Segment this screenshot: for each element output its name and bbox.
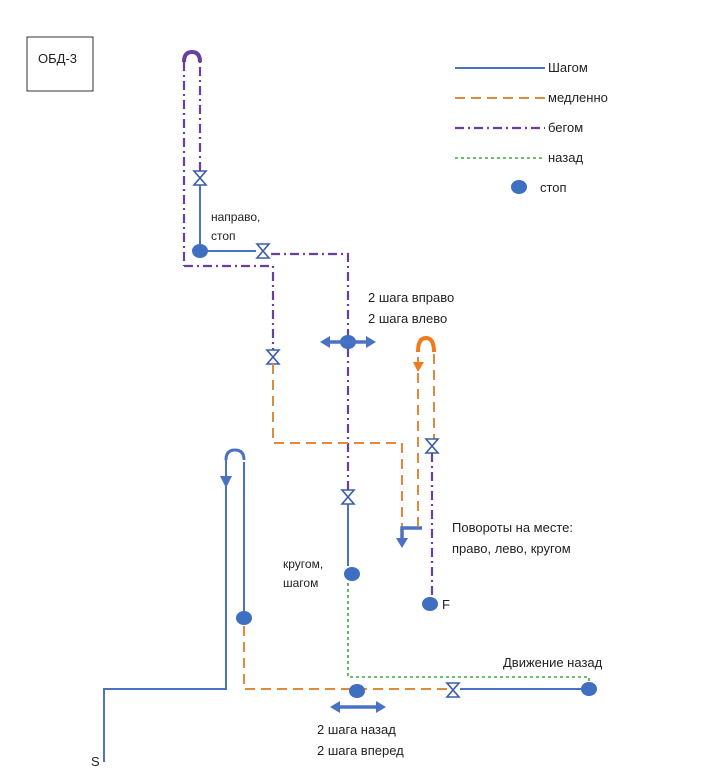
label-finish: F — [442, 597, 450, 612]
label-about-turn-line1: кругом, — [283, 557, 323, 571]
label-right-stop-line2: стоп — [211, 229, 236, 243]
route-slow-middle — [272, 364, 403, 528]
speed-change-marker-right — [425, 438, 439, 454]
title-text: ОБД-3 — [38, 51, 77, 66]
speed-change-marker-mid-left — [266, 349, 280, 365]
route-uturn-walk — [224, 448, 246, 461]
label-backward-movement: Движение назад — [503, 655, 603, 670]
title-box — [26, 36, 94, 92]
orange-uturn-arrowhead-icon — [413, 362, 424, 372]
label-back-forward-line1: 2 шага назад — [317, 722, 396, 737]
route-start-walk — [103, 460, 227, 762]
label-about-turn-line2: шагом — [283, 576, 318, 590]
speed-change-marker-left — [193, 170, 207, 186]
stop-marker-right-stop — [192, 244, 208, 258]
route-backward — [347, 574, 590, 681]
label-side-steps-line1: 2 шага вправо — [368, 290, 454, 305]
stop-marker-about-turn — [344, 567, 360, 581]
label-turns-line1: Повороты на месте: — [452, 520, 573, 535]
legend-stop-icon — [511, 180, 527, 194]
course-route — [103, 49, 597, 762]
legend-label-walk: Шагом — [548, 60, 588, 75]
label-side-steps-line2: 2 шага влево — [368, 311, 447, 326]
legend: Шагом медленно бегом назад стоп — [455, 60, 608, 195]
speed-change-marker-bottom — [446, 682, 460, 698]
double-arrow-back-forward-icon — [330, 701, 386, 713]
speed-change-marker-center — [341, 489, 355, 505]
stop-marker-1 — [236, 611, 252, 625]
stop-marker-back-forward — [349, 684, 365, 698]
route-run-center-up — [271, 252, 350, 490]
route-uturn-run — [182, 49, 202, 63]
stop-marker-right-bottom — [581, 682, 597, 696]
label-back-forward-line2: 2 шага вперед — [317, 743, 404, 758]
label-start: S — [91, 754, 100, 769]
speed-change-marker-upper — [256, 243, 270, 259]
turn-in-place-arrow-icon — [396, 526, 422, 548]
legend-label-back: назад — [548, 150, 583, 165]
route-uturn-slow — [416, 335, 436, 353]
legend-label-stop: стоп — [540, 180, 567, 195]
legend-label-slow: медленно — [548, 90, 608, 105]
label-turns-line2: право, лево, кругом — [452, 541, 571, 556]
double-arrow-side-steps-icon — [320, 336, 376, 348]
route-slow-bottom — [243, 626, 453, 690]
finish-marker — [422, 597, 438, 611]
legend-label-run: бегом — [548, 120, 583, 135]
uturn-arrowhead-icon — [220, 476, 232, 488]
route-run-left-bottom — [184, 264, 275, 357]
label-right-stop-line1: направо, — [211, 210, 260, 224]
